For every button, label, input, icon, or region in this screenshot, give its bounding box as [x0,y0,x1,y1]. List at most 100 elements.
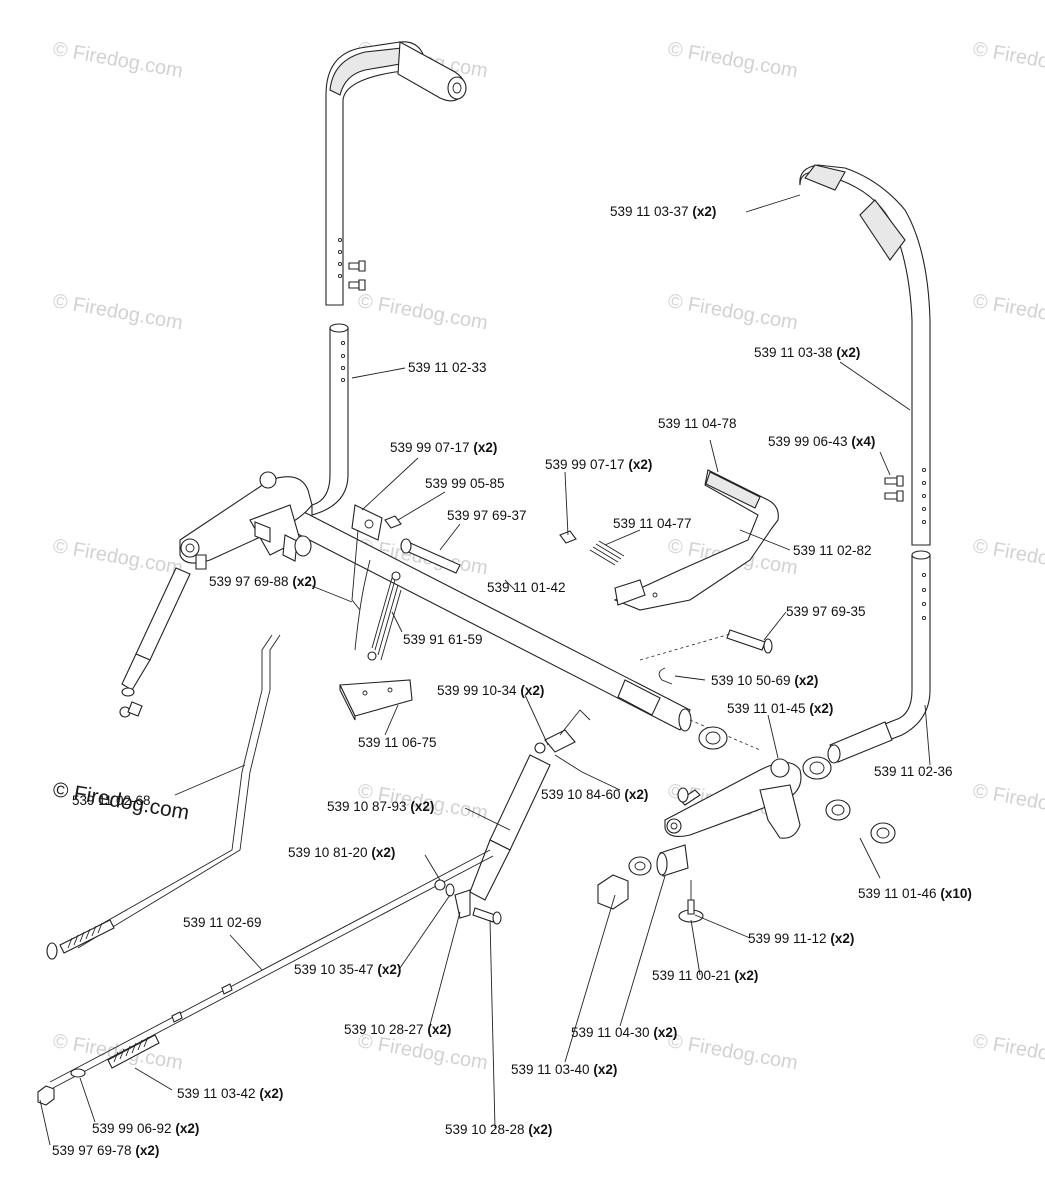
part-quantity: (x2) [809,701,834,716]
callout-539-99-07-17-a: 539 99 07-17 (x2) [390,440,497,456]
callout-539-11-03-37: 539 11 03-37 (x2) [610,204,716,220]
part-number: 539 11 01-45 [727,701,806,716]
callout-539-99-06-43: 539 99 06-43 (x4) [768,434,875,450]
part-quantity: (x2) [371,845,396,860]
part-quantity: (x2) [593,1062,618,1077]
part-number: 539 10 28-28 [445,1122,525,1137]
part-number: 539 10 84-60 [541,787,621,802]
callout-539-11-04-77: 539 11 04-77 [613,516,692,532]
part-number: 539 99 10-34 [437,683,517,698]
lower-control-rods [37,634,494,1106]
part-quantity: (x2) [292,574,317,589]
part-number: 539 11 06-75 [358,735,437,750]
part-quantity: (x10) [940,886,972,901]
retaining-clip [658,667,673,685]
part-number: 539 11 02-33 [408,360,487,375]
callout-539-91-61-59: 539 91 61-59 [403,632,483,648]
part-number: 539 11 02-82 [793,543,872,558]
clevis-pin [639,629,773,661]
part-number: 539 10 35-47 [294,962,374,977]
lower-right-fasteners [597,844,704,923]
part-quantity: (x2) [528,1122,553,1137]
part-quantity: (x2) [259,1086,284,1101]
leader-lines [39,194,931,1146]
callout-539-11-00-21: 539 11 00-21 (x2) [652,968,758,984]
callout-539-10-28-27: 539 10 28-27 (x2) [344,1022,451,1038]
right-steering-handle [799,164,931,764]
callout-539-97-69-37: 539 97 69-37 [447,508,527,524]
callout-539-11-01-42: 539 11 01-42 [487,580,566,596]
part-quantity: (x2) [836,345,861,360]
callout-539-99-05-85: 539 99 05-85 [425,476,505,492]
callout-539-11-02-82: 539 11 02-82 [793,543,872,559]
left-steering-handle [311,41,467,516]
right-pivot-bracket [664,726,896,844]
part-number: 539 99 06-43 [768,434,848,449]
callout-539-11-04-78: 539 11 04-78 [658,416,737,432]
callout-539-10-84-60: 539 10 84-60 (x2) [541,787,648,803]
callout-539-97-69-78: 539 97 69-78 (x2) [52,1143,159,1159]
left-damper [119,567,191,718]
callout-539-99-10-34: 539 99 10-34 (x2) [437,683,544,699]
part-number: 539 99 07-17 [545,457,625,472]
part-number: 539 11 02-36 [874,764,953,779]
part-quantity: (x2) [628,457,653,472]
callout-539-11-01-45: 539 11 01-45 (x2) [727,701,833,717]
part-number: 539 11 04-77 [613,516,692,531]
part-number: 539 99 07-17 [390,440,470,455]
callout-539-10-28-28: 539 10 28-28 (x2) [445,1122,552,1138]
part-quantity: (x2) [377,962,402,977]
callout-539-11-02-69: 539 11 02-69 [183,915,262,931]
callout-539-11-04-30: 539 11 04-30 (x2) [571,1025,677,1041]
part-number: 539 10 28-27 [344,1022,424,1037]
part-number: 539 97 69-88 [209,574,289,589]
callout-539-99-06-92: 539 99 06-92 (x2) [92,1121,199,1137]
part-number: 539 11 03-42 [177,1086,256,1101]
part-quantity: (x2) [427,1022,452,1037]
part-quantity: (x2) [794,673,819,688]
callout-539-11-02-68: 539 11 02-68 [72,793,151,809]
part-quantity: (x2) [473,440,498,455]
callout-539-10-81-20: 539 10 81-20 (x2) [288,845,395,861]
part-quantity: (x2) [653,1025,678,1040]
callout-539-10-35-47: 539 10 35-47 (x2) [294,962,401,978]
part-number: 539 97 69-78 [52,1143,132,1158]
part-quantity: (x4) [851,434,876,449]
callout-539-99-07-17-b: 539 99 07-17 (x2) [545,457,652,473]
part-number: 539 11 03-40 [511,1062,590,1077]
callout-539-10-50-69: 539 10 50-69 (x2) [711,673,818,689]
part-quantity: (x2) [734,968,759,983]
part-quantity: (x2) [830,931,855,946]
part-number: 539 10 81-20 [288,845,368,860]
part-number: 539 97 69-35 [786,604,866,619]
part-number: 539 11 03-37 [610,204,689,219]
callout-539-11-02-33: 539 11 02-33 [408,360,487,376]
part-number: 539 11 00-21 [652,968,731,983]
part-number: 539 97 69-37 [447,508,527,523]
part-number: 539 11 01-46 [858,886,937,901]
lower-middle-fasteners [434,879,502,925]
pin-and-nut-set [384,515,625,574]
part-number: 539 99 05-85 [425,476,505,491]
callout-539-99-11-12: 539 99 11-12 (x2) [748,931,854,947]
part-number: 539 99 11-12 [748,931,827,946]
callout-539-97-69-35: 539 97 69-35 [786,604,866,620]
part-quantity: (x2) [410,799,435,814]
part-quantity: (x2) [624,787,649,802]
callout-539-11-03-38: 539 11 03-38 (x2) [754,345,860,361]
part-number: 539 10 50-69 [711,673,791,688]
right-control-lever [613,469,779,611]
part-number: 539 11 01-42 [487,580,566,595]
callout-539-11-03-40: 539 11 03-40 (x2) [511,1062,617,1078]
lever-tab-and-spring [351,504,402,661]
cross-shaft [289,509,761,751]
callout-539-11-02-36: 539 11 02-36 [874,764,953,780]
part-number: 539 11 04-78 [658,416,737,431]
callout-539-11-03-42: 539 11 03-42 (x2) [177,1086,283,1102]
part-quantity: (x2) [175,1121,200,1136]
part-quantity: (x2) [692,204,717,219]
part-number: 539 99 06-92 [92,1121,172,1136]
mounting-bracket [339,679,413,721]
